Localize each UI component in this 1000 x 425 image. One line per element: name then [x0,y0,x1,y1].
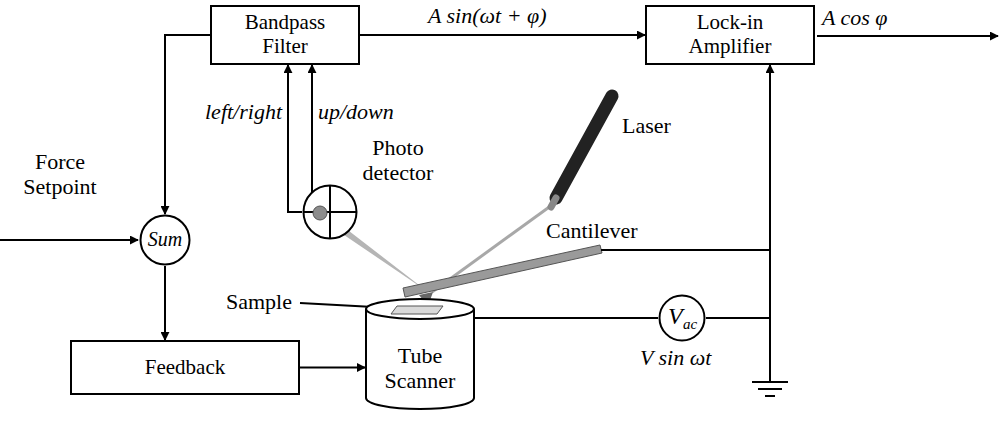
circle-outline [660,296,705,341]
laser-spot [313,206,327,220]
signal-connector [706,65,770,318]
signal-connector [164,266,166,340]
ground-symbol [765,395,775,397]
node-label: Tube Scanner [365,344,475,393]
setpoint-label: Force Setpoint [8,150,112,199]
amplifier-box: Lock-in Amplifier [645,5,815,65]
sample-piece [391,306,443,314]
node-label: Photo detector [350,136,446,185]
cantilever-wire [601,249,770,251]
ac-source: Vac [658,294,706,342]
laser-aperture [551,198,556,207]
quadrant-line [304,211,357,213]
node-label: Sum [139,228,191,250]
circle-outline [302,184,358,240]
output-signal: A cos φ [822,6,932,31]
tube-body [366,309,474,409]
summing-junction: Sum [139,214,191,266]
channel-label: up/down [318,100,408,125]
node-subscript: ac [683,316,697,333]
ground-symbol [752,381,788,383]
signal-connector [311,65,313,193]
node-label: Lock-in Amplifier [675,11,785,58]
output-arrow [817,35,998,37]
cantilever-label: Cantilever [546,219,666,244]
filter-box: Bandpass Filter [210,5,360,65]
node-label: V [668,303,683,330]
photodetector: Photo detector [302,184,358,240]
signal-connector [474,317,658,319]
signal-connector [165,35,210,214]
laser-label: Laser [622,114,702,139]
ground-wire [769,318,771,382]
tube-top [366,299,474,319]
ground-symbol [758,388,782,390]
signal-connector [360,34,645,36]
filter-output-signal: A sin(ωt + φ) [428,4,628,29]
sample-label: Sample [226,290,298,315]
feedback-box: Feedback [70,340,300,395]
tube-scanner: Tube Scanner [365,298,475,410]
node-label: Bandpass Filter [233,11,337,58]
channel-label: left/right [190,100,282,125]
setpoint-arrow [0,239,138,241]
node-label: Feedback [145,356,225,380]
drive-signal: V sin ωt [640,346,750,371]
laser-body [556,96,612,198]
signal-connector [300,367,365,369]
circle-outline [304,186,357,239]
cantilever-beam [403,245,602,297]
signal-connector [288,65,302,212]
